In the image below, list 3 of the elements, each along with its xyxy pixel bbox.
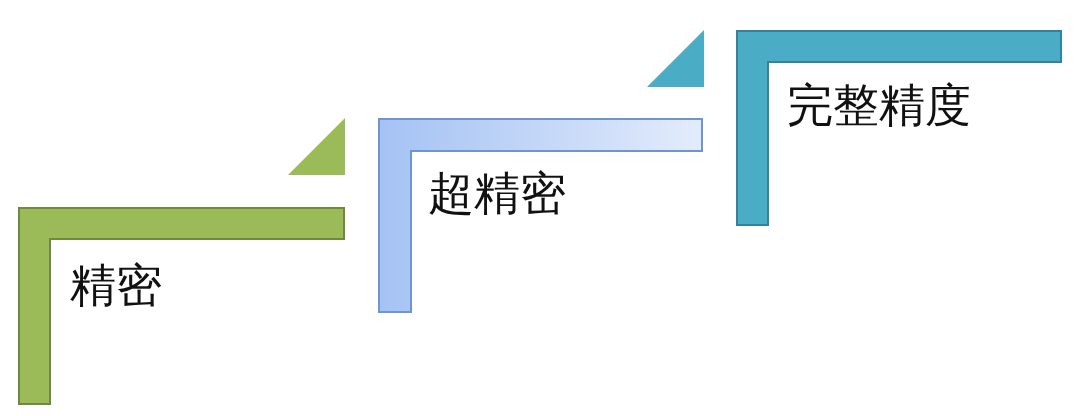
- step-label: 完整精度: [787, 82, 971, 128]
- step-label: 精密: [70, 262, 162, 308]
- step-label: 超精密: [428, 170, 566, 216]
